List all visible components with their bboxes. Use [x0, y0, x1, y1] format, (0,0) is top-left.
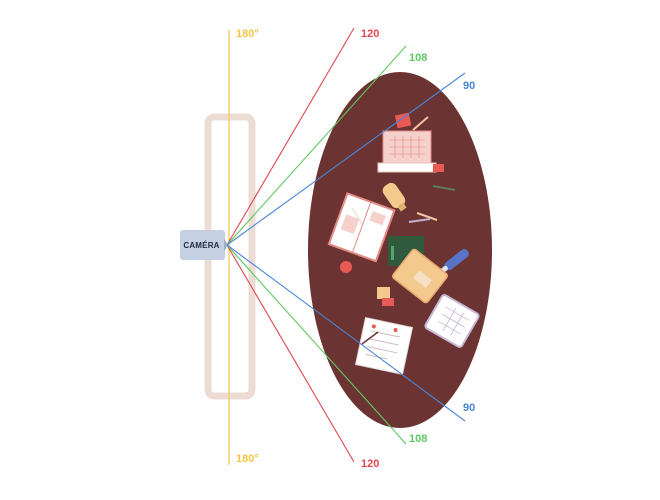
ray-90-bottom	[226, 244, 466, 422]
desk-items	[327, 112, 480, 376]
ray-90-top	[226, 72, 466, 246]
folder-icon	[392, 248, 448, 304]
angle-108-label-bottom: 108	[409, 433, 427, 445]
angle-90-label-bottom: 90	[463, 402, 475, 414]
angle-90-label-top: 90	[463, 80, 475, 92]
clipboard-icon	[424, 294, 480, 348]
paper-sheet-icon	[354, 316, 414, 376]
fov-rays	[226, 27, 466, 463]
sticky-cube-icon	[382, 298, 394, 306]
camera-label: CAMÉRA	[183, 241, 219, 250]
pen-icon	[412, 116, 429, 131]
angle-180-label-bottom: 180°	[236, 453, 259, 465]
ball-icon	[340, 261, 352, 273]
pencil-icon	[432, 185, 456, 191]
ray-120-top	[226, 27, 355, 246]
pen-icon	[416, 212, 438, 221]
open-notebook-icon	[327, 192, 396, 263]
camera-box: CAMÉRA	[180, 230, 227, 260]
ray-108-top	[226, 45, 407, 246]
angle-120-label-bottom: 120	[361, 458, 379, 470]
angle-108-label-top: 108	[409, 52, 427, 64]
angle-120-label-top: 120	[361, 28, 379, 40]
angle-180-label-top: 180°	[236, 28, 259, 40]
ray-108-bottom	[226, 244, 407, 445]
bottle-icon	[382, 182, 407, 212]
sticky-cube-icon	[394, 112, 412, 129]
pen-icon	[351, 207, 363, 225]
ray-120-bottom	[226, 244, 355, 463]
pen-icon	[408, 218, 431, 223]
sticky-note-icon	[433, 164, 444, 172]
sticky-cube-icon	[377, 287, 390, 299]
pen-icon	[361, 331, 379, 345]
laptop-icon	[377, 130, 437, 173]
